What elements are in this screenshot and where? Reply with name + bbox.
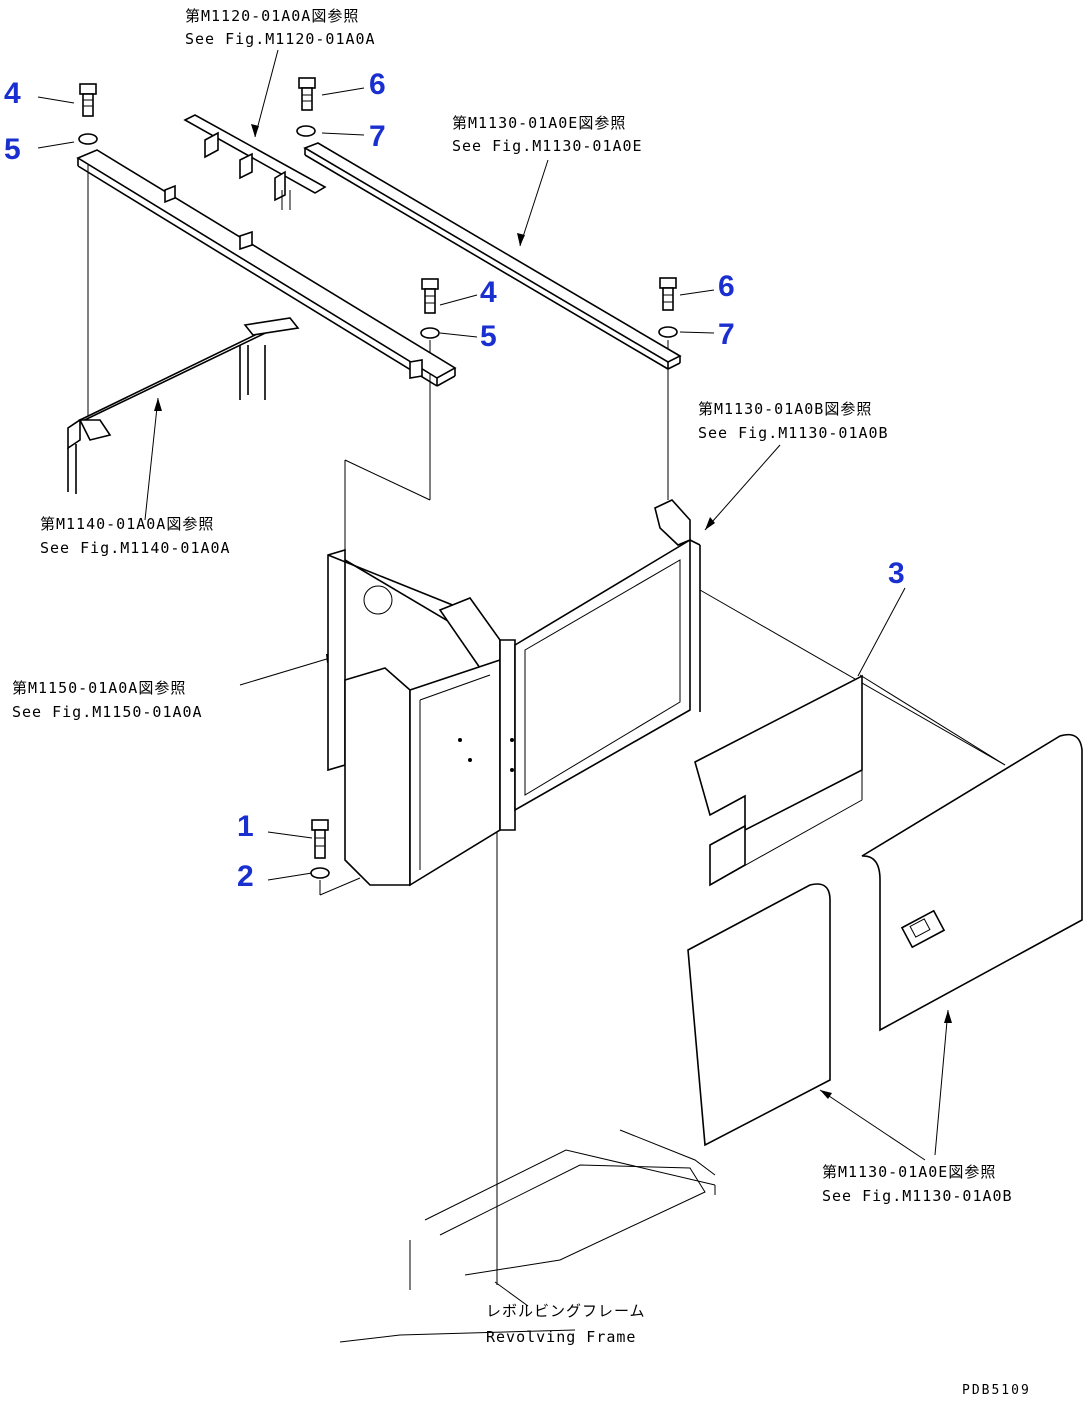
callout-7-right: 7	[718, 318, 735, 351]
callout-5-center: 5	[480, 320, 497, 353]
callout-2-left: 2	[237, 860, 254, 893]
upper-rail	[303, 142, 682, 370]
reference-arrows	[144, 49, 952, 1307]
callout-4-top-left: 4	[4, 77, 21, 110]
callout-3: 3	[888, 557, 905, 590]
callout-6-right: 6	[718, 270, 735, 303]
ref-m1130b-en: See Fig.M1130-01A0B	[698, 424, 889, 442]
ref-m1120-jp: 第M1120-01A0A図参照	[185, 7, 359, 25]
ref-m1150-jp: 第M1150-01A0A図参照	[12, 679, 186, 697]
bolt-1-left	[311, 819, 329, 859]
revolving-frame	[339, 1129, 716, 1343]
door-panels	[687, 733, 1083, 1147]
callout-5-top-left: 5	[4, 133, 21, 166]
bolt-6-right	[659, 277, 677, 311]
ref-m1140-jp: 第M1140-01A0A図参照	[40, 515, 214, 533]
side-bracket	[67, 317, 300, 494]
washer-7-right	[658, 326, 678, 338]
ref-m1140-en: See Fig.M1140-01A0A	[40, 539, 231, 557]
ref-m1150-en: See Fig.M1150-01A0A	[12, 703, 203, 721]
drawing-code: PDB5109	[962, 1383, 1031, 1398]
bolt-6-top	[298, 77, 316, 111]
frame-label-jp: レボルビングフレーム	[486, 1302, 646, 1320]
cover-part-3	[694, 674, 863, 887]
ref-m1130e2-jp: 第M1130-01A0E図参照	[822, 1163, 996, 1181]
callout-4-center: 4	[480, 276, 497, 309]
callout-7-top: 7	[369, 120, 386, 153]
ref-m1130e-jp: 第M1130-01A0E図参照	[452, 114, 626, 132]
washer-7-top	[296, 125, 316, 137]
ref-m1130e-en: See Fig.M1130-01A0E	[452, 137, 643, 155]
washer-5-center	[420, 327, 440, 339]
washer-5-top-left	[78, 133, 98, 145]
ref-m1130e2-en: See Fig.M1130-01A0B	[822, 1187, 1013, 1205]
main-frame	[327, 499, 701, 887]
upper-bracket	[183, 114, 327, 210]
bolt-4-top-left	[79, 83, 97, 117]
callout-1-left: 1	[237, 810, 254, 843]
frame-label-en: Revolving Frame	[486, 1328, 636, 1346]
front-crossbar	[76, 149, 457, 387]
callout-6-top: 6	[369, 68, 386, 101]
ref-m1120-en: See Fig.M1120-01A0A	[185, 30, 376, 48]
washer-2-left	[310, 867, 330, 879]
ref-m1130b-jp: 第M1130-01A0B図参照	[698, 400, 872, 418]
bolt-4-center	[421, 278, 439, 314]
